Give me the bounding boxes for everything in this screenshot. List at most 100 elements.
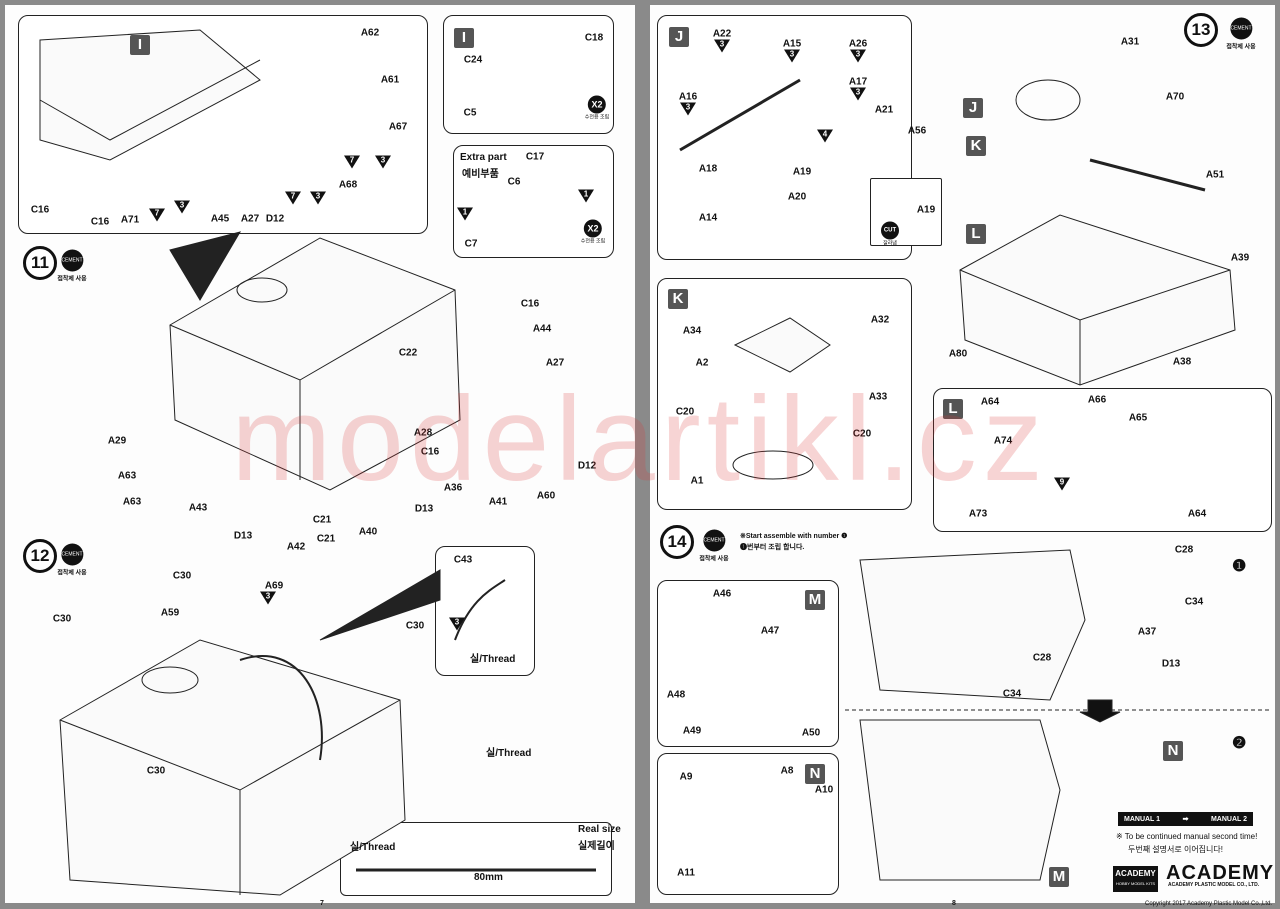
part-label: A15 [782, 38, 802, 50]
part-label: C22 [398, 347, 418, 359]
part-label: C30 [172, 570, 192, 582]
subassembly-letter-badge: M [1049, 867, 1069, 887]
part-label: A67 [388, 121, 408, 133]
subassembly-letter-badge: J [669, 27, 689, 47]
quantity-triangle-icon: 3 [310, 191, 326, 205]
part-label: D13 [414, 503, 434, 515]
quantity-number: 3 [315, 191, 321, 201]
part-label: C28 [1032, 652, 1052, 664]
quantity-number: 9 [1059, 477, 1065, 487]
part-label: C34 [1184, 596, 1204, 608]
part-label: C28 [1174, 544, 1194, 556]
part-label: A16 [678, 91, 698, 103]
manual-1-label: MANUAL 1 [1124, 815, 1161, 823]
x2-icon: X2 [583, 219, 602, 238]
part-label: A38 [1172, 356, 1192, 368]
company-name: ACADEMY PLASTIC MODEL CO., LTD. [1168, 882, 1260, 888]
real-size-title-ko: 실제길이 [578, 841, 615, 852]
cut-note: 잘라냄 [883, 240, 897, 247]
manual-2-label: MANUAL 2 [1210, 815, 1247, 823]
part-label: A59 [160, 607, 180, 619]
subassembly-box-k [657, 278, 912, 510]
part-label: A41 [488, 496, 508, 508]
part-label: A14 [698, 212, 718, 224]
cement-icon: CEMENT [703, 529, 725, 552]
continued-note-ko: 두번째 설명서로 이어집니다! [1128, 845, 1223, 854]
part-label: A11 [677, 867, 695, 879]
subassembly-letter-badge: K [966, 136, 986, 156]
step14-note-en: ※Start assemble with number ❶ [740, 533, 848, 540]
quantity-triangle-icon: 3 [714, 39, 730, 53]
cement-note: 접착제 사용 [1226, 44, 1256, 51]
part-label: C30 [52, 613, 72, 625]
x2-note: 수전용 조립 [584, 114, 610, 121]
part-label: A17 [848, 76, 868, 88]
quantity-number: 7 [290, 191, 296, 201]
cement-note: 접착제 사용 [57, 570, 87, 577]
step-number-12: 12 [23, 539, 57, 573]
page-number-right: 8 [952, 900, 956, 907]
quantity-number: 3 [380, 155, 386, 165]
step14-note-ko: ❶번부터 조립 합니다. [740, 544, 805, 551]
part-label: D13 [233, 530, 253, 542]
part-label: A36 [443, 482, 463, 494]
part-label: A21 [874, 104, 894, 116]
subassembly-letter-badge: J [963, 98, 983, 118]
part-label: A66 [1087, 394, 1107, 406]
thread-label: 실/Thread [350, 842, 396, 853]
part-label: D13 [1161, 658, 1181, 670]
step-number-11: 11 [23, 246, 57, 280]
brand-small: ACADEMY [1115, 869, 1156, 878]
quantity-triangle-icon: 3 [784, 49, 800, 63]
part-label: C7 [464, 238, 478, 250]
quantity-number: 3 [685, 102, 691, 112]
part-label: A1 [690, 475, 704, 487]
part-label: A49 [682, 725, 702, 737]
quantity-triangle-icon: 7 [149, 208, 165, 222]
part-label: A48 [666, 689, 686, 701]
part-label: C21 [312, 514, 332, 526]
part-label: A74 [993, 435, 1013, 447]
step-number-14: 14 [660, 525, 694, 559]
inset-box-i-canister [443, 15, 614, 134]
part-label: A47 [760, 625, 780, 637]
cement-icon: CEMENT [61, 543, 83, 566]
subassembly-box-l [933, 388, 1272, 532]
part-label: A8 [780, 765, 794, 777]
quantity-triangle-icon: 4 [817, 129, 833, 143]
part-label: C18 [584, 32, 604, 44]
brand-sub: HOBBY MODEL KITS [1115, 881, 1156, 886]
part-label: A27 [545, 357, 565, 369]
quantity-triangle-icon: 3 [449, 617, 465, 631]
part-label: A32 [870, 314, 890, 326]
cement-badge: CEMENT 접착제 사용 [57, 543, 87, 577]
part-label: A26 [848, 38, 868, 50]
quantity-triangle-icon: 3 [680, 102, 696, 116]
part-label: C17 [525, 151, 545, 163]
cement-note: 접착제 사용 [57, 276, 87, 283]
cement-icon: CEMENT [61, 249, 83, 272]
page-number-left: 7 [320, 900, 324, 907]
part-label: A80 [948, 348, 968, 360]
part-label: A73 [968, 508, 988, 520]
part-label: A65 [1128, 412, 1148, 424]
part-label: A9 [679, 771, 693, 783]
real-size-length: 80mm [470, 872, 507, 883]
thread-detail-box [435, 546, 535, 676]
arrow-right-icon: ➡ [1182, 816, 1189, 823]
part-label: C6 [507, 176, 521, 188]
part-label: C5 [463, 107, 477, 119]
part-label: A61 [380, 74, 400, 86]
quantity-number: 1 [583, 189, 589, 199]
quantity-number: 3 [265, 591, 271, 601]
part-label: A63 [122, 496, 142, 508]
part-label: A37 [1137, 626, 1157, 638]
extra-part-title-ko: 예비부품 [462, 169, 499, 180]
quantity-number: 3 [179, 200, 185, 210]
part-label: C24 [463, 54, 483, 66]
part-label: A39 [1230, 252, 1250, 264]
part-label: A33 [868, 391, 888, 403]
